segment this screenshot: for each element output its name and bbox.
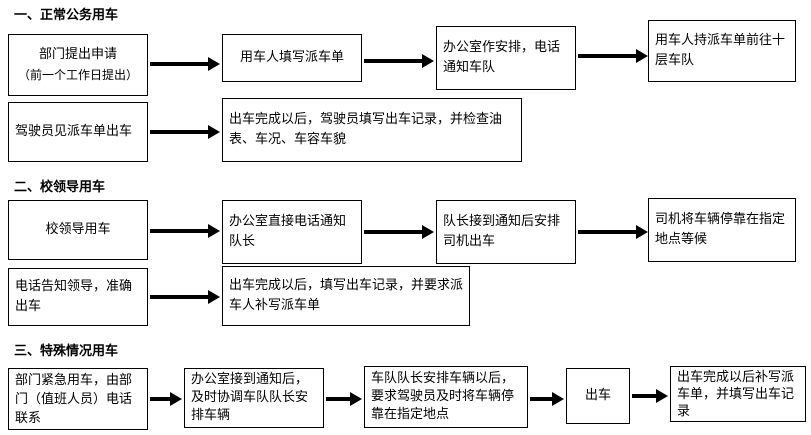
section-heading-special: 三、特殊情况用车: [14, 344, 119, 359]
step-captain-dispatches: 车队队长安排车辆以后，要求驾驶员及时将车辆停靠在指定地点: [364, 366, 528, 428]
arrow: [150, 57, 220, 71]
step-driver-departs: 驾驶员见派车单出车: [8, 102, 148, 162]
arrow: [150, 392, 182, 406]
step-leader-request: 校领导用车: [8, 200, 148, 260]
section-heading-leaders: 二、校领导用车: [14, 180, 106, 195]
step-office-coordinates: 办公室接到通知后，及时协调车队队长安排车辆: [184, 368, 324, 428]
arrow: [364, 225, 434, 239]
step-urgent-request: 部门紧急用车，由部门（值班人员）电话联系: [8, 368, 148, 430]
step-dept-request-note: （前一个工作日提出）: [17, 68, 138, 82]
arrow: [150, 290, 220, 304]
step-office-calls-captain: 办公室直接电话通知队长: [222, 200, 362, 264]
step-captain-assigns: 队长接到通知后安排司机出车: [436, 200, 576, 264]
arrow: [326, 392, 362, 406]
step-dept-request-label: 部门提出申请: [38, 47, 117, 62]
section-heading-normal: 一、正常公务用车: [14, 8, 119, 23]
step-fill-dispatch-form: 用车人填写派车单: [222, 34, 362, 82]
step-fill-trip-record: 出车完成以后，驾驶员填写出车记录，并检查油表、车况、车容车貌: [222, 98, 522, 162]
step-go-to-fleet: 用车人持派车单前往十层车队: [648, 20, 796, 82]
arrow: [578, 49, 648, 63]
arrow: [150, 125, 220, 139]
arrow: [150, 224, 220, 238]
step-backfill-dispatch-form: 出车完成以后补写派车单，并填写出车记录: [670, 366, 806, 422]
arrow: [530, 392, 564, 406]
arrow: [578, 225, 648, 239]
arrow: [364, 54, 434, 68]
step-notify-leader: 电话告知领导，准确出车: [8, 268, 148, 326]
step-depart: 出车: [566, 368, 630, 424]
arrow: [632, 389, 668, 403]
step-record-and-backfill: 出车完成以后，填写出车记录，并要求派车人补写派车单: [222, 266, 470, 326]
step-office-arrange: 办公室作安排，电话通知车队: [436, 26, 576, 90]
step-driver-waits: 司机将车辆停靠在指定地点等候: [648, 198, 796, 262]
step-dept-request: 部门提出申请 （前一个工作日提出）: [8, 34, 148, 96]
